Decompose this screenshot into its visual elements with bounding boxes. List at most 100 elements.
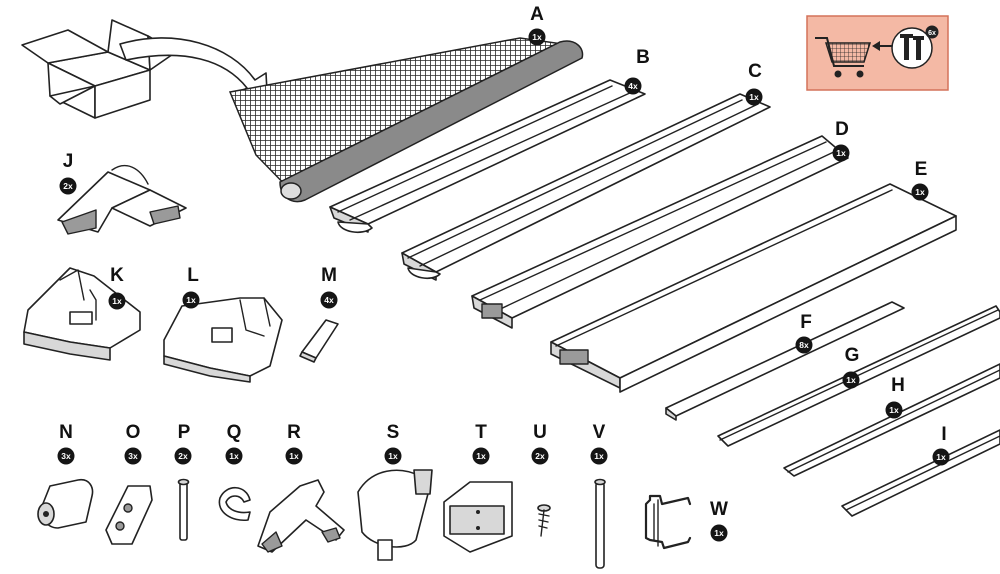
shopping-panel: 6x (806, 15, 949, 91)
qty-badge-w (710, 524, 728, 542)
part-letter-f: F (800, 312, 812, 333)
part-letter-h: H (891, 375, 905, 396)
part-l-end-cap (163, 297, 283, 383)
qty-badge-d (832, 144, 850, 162)
part-w-spring (644, 494, 692, 550)
part-letter-w: W (710, 499, 728, 520)
qty-text-s: 1x (388, 451, 398, 461)
part-j-corner (57, 165, 187, 235)
qty-text-v: 1x (594, 451, 604, 461)
open-box-icon (21, 19, 177, 119)
qty-text-f: 8x (799, 340, 809, 350)
qty-badge-t (472, 447, 490, 465)
part-r-connector (257, 479, 345, 553)
qty-badge-e (911, 183, 929, 201)
part-letter-o: O (126, 422, 141, 443)
part-u-screw (537, 504, 551, 537)
part-q-clip (218, 486, 251, 522)
qty-badge-r (285, 447, 303, 465)
part-f-strip (665, 301, 905, 421)
qty-text-t: 1x (476, 451, 486, 461)
qty-text-a: 1x (532, 32, 542, 42)
qty-text-p: 2x (178, 451, 188, 461)
part-letter-l: L (187, 265, 199, 286)
part-letter-d: D (835, 119, 849, 140)
qty-text-r: 1x (289, 451, 299, 461)
qty-badge-s (384, 447, 402, 465)
shopping-cart-icon (815, 37, 872, 78)
qty-text-b: 4x (628, 81, 638, 91)
part-v-rod (594, 478, 606, 569)
part-letter-m: M (321, 265, 337, 286)
qty-text-k: 1x (112, 296, 122, 306)
qty-badge-u (531, 447, 549, 465)
qty-text-u: 2x (535, 451, 545, 461)
part-letter-t: T (475, 422, 487, 443)
qty-badge-o (124, 447, 142, 465)
qty-badge-p (174, 447, 192, 465)
part-letter-i: I (941, 424, 946, 445)
part-i-strip (841, 429, 1000, 517)
qty-badge-m (320, 291, 338, 309)
part-c-rail (401, 93, 771, 281)
qty-text-e: 1x (915, 187, 925, 197)
part-letter-n: N (59, 422, 73, 443)
part-m-clip (299, 319, 339, 363)
part-h-strip (783, 363, 1000, 477)
shopping-qty: 6x (928, 30, 936, 37)
qty-text-h: 1x (889, 405, 899, 415)
part-letter-j: J (63, 151, 74, 172)
part-s-cap (357, 469, 433, 561)
qty-text-q: 1x (229, 451, 239, 461)
qty-badge-f (795, 336, 813, 354)
part-a-mesh-roll (228, 37, 584, 203)
qty-text-c: 1x (749, 92, 759, 102)
qty-text-i: 1x (936, 452, 946, 462)
part-b-rail (329, 79, 646, 234)
part-n-hinge (37, 478, 94, 529)
part-letter-a: A (530, 4, 544, 25)
qty-badge-n (57, 447, 75, 465)
part-letter-g: G (845, 345, 860, 366)
qty-badge-g (842, 371, 860, 389)
part-letter-u: U (533, 422, 547, 443)
part-e-rail (550, 183, 957, 393)
qty-badge-a (528, 28, 546, 46)
part-t-bracket (443, 481, 513, 553)
qty-text-j: 2x (63, 181, 73, 191)
part-letter-v: V (593, 422, 606, 443)
qty-badge-c (745, 88, 763, 106)
qty-text-n: 3x (61, 451, 71, 461)
part-letter-q: Q (227, 422, 242, 443)
part-letter-k: K (110, 265, 124, 286)
part-letter-r: R (287, 422, 301, 443)
part-k-end-cap (23, 267, 141, 361)
qty-text-g: 1x (846, 375, 856, 385)
qty-text-o: 3x (128, 451, 138, 461)
qty-badge-l (182, 291, 200, 309)
qty-badge-h (885, 401, 903, 419)
qty-text-m: 4x (324, 295, 334, 305)
qty-text-d: 1x (836, 148, 846, 158)
qty-badge-k (108, 292, 126, 310)
qty-badge-i (932, 448, 950, 466)
qty-badge-q (225, 447, 243, 465)
qty-badge-b (624, 77, 642, 95)
part-p-pin (177, 478, 190, 541)
part-o-block (105, 485, 153, 545)
part-letter-s: S (387, 422, 400, 443)
part-letter-e: E (915, 159, 928, 180)
qty-badge-j (59, 177, 77, 195)
qty-text-w: 1x (714, 528, 724, 538)
qty-badge-v (590, 447, 608, 465)
part-letter-c: C (748, 61, 762, 82)
part-letter-b: B (636, 47, 650, 68)
qty-text-l: 1x (186, 295, 196, 305)
screws-icon (900, 34, 924, 60)
part-letter-p: P (178, 422, 191, 443)
part-g-strip (717, 305, 1000, 447)
part-d-rail (471, 135, 849, 329)
